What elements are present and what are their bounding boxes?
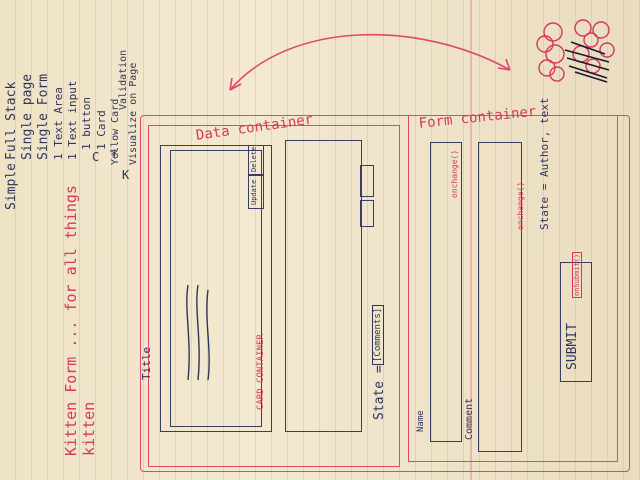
form-state-label: State = Author, text <box>538 97 551 230</box>
list-item: 1 button <box>80 97 93 150</box>
title-label: Title <box>140 346 153 380</box>
submit-handler: onSubmit() <box>572 251 582 298</box>
margin-line <box>470 0 472 480</box>
list-item: Single Form <box>36 73 51 160</box>
kitten-form-title: Kitten Form ... for all things kitten <box>62 185 98 456</box>
name-input[interactable] <box>430 142 462 442</box>
delete-button[interactable] <box>248 145 264 175</box>
name-onchange: onchange() <box>450 149 459 198</box>
simple-note: Simple <box>4 163 19 210</box>
card-container <box>160 145 272 432</box>
update-button-label: Update <box>250 179 258 205</box>
mark-star: * <box>110 148 119 164</box>
list-item: 1 Text Area <box>52 87 65 160</box>
list-item: Full Stack <box>4 81 19 160</box>
card-text-lines <box>186 284 210 381</box>
list-item: Single page <box>20 73 35 160</box>
list-item: Visualize on Page <box>128 62 139 165</box>
connector-arrow <box>229 33 511 91</box>
data-state-value: [Comments] <box>372 304 384 365</box>
mark-c: C <box>92 150 100 164</box>
data-state-label: State = <box>372 365 387 420</box>
comment-textarea[interactable] <box>478 142 522 452</box>
scroll-tab <box>360 165 374 197</box>
comment-label: Comment <box>464 397 475 440</box>
update-button[interactable] <box>248 175 264 209</box>
app-container <box>140 115 630 472</box>
list-item: 1 Card <box>95 110 108 150</box>
form-container <box>408 115 618 462</box>
delete-button-label: Delete <box>250 146 258 172</box>
scroll-tab <box>360 200 374 227</box>
card-list <box>285 140 362 432</box>
submit-button[interactable] <box>560 262 592 382</box>
list-item: 1 Text input <box>66 80 79 160</box>
name-label: Name <box>416 410 426 432</box>
card-container-label: CARD CONTAINER <box>256 334 266 410</box>
comment-onchange: onchange() <box>516 181 525 230</box>
data-container <box>148 125 400 467</box>
submit-label: SUBMIT <box>565 323 580 370</box>
mark-k: K <box>122 168 130 182</box>
scribble-mark <box>536 19 615 83</box>
card <box>170 150 262 427</box>
